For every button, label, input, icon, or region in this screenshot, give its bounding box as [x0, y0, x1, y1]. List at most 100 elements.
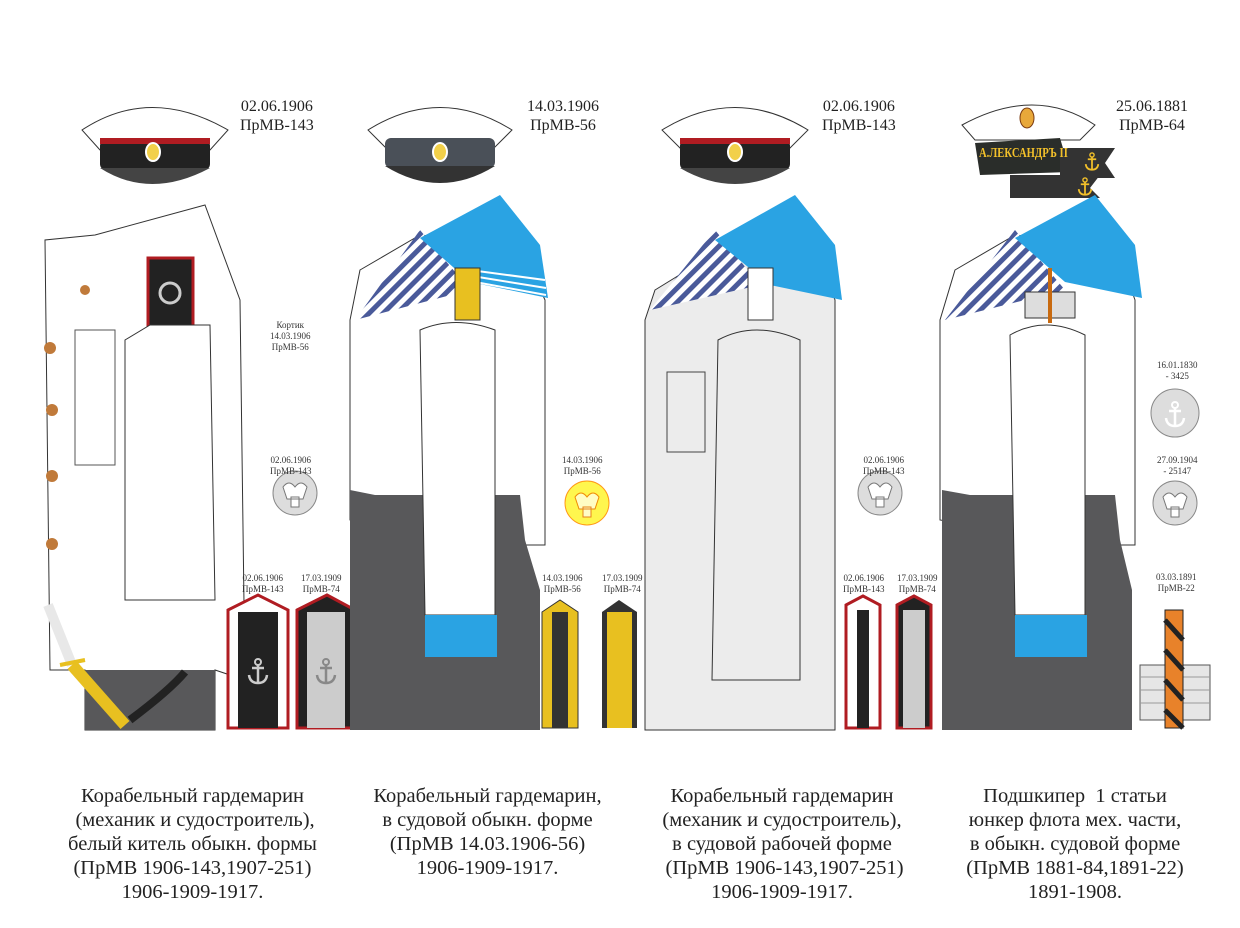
label-line: 02.06.1906 — [863, 455, 905, 465]
caption-line: 1891-1908. — [1028, 881, 1122, 903]
label-line: ПрМВ-143 — [863, 465, 905, 476]
label-line: 14.03.1906 — [562, 455, 603, 465]
label-line: Кортик — [276, 320, 305, 330]
shoulder-strap-2 — [602, 600, 637, 728]
caption-line: 1906-1909-1917. — [121, 881, 264, 903]
caption-line: 1906-1909-1917. — [416, 857, 559, 879]
caption-line: в обыкн. судовой форме — [969, 833, 1181, 855]
figure-3-work-uniform — [644, 107, 933, 731]
silver-eagle-badge — [272, 470, 318, 516]
order-date: 14.03.1906 — [527, 98, 599, 115]
label-line: 17.03.1909 — [301, 573, 342, 583]
figure-2-caption: Корабельный гардемарин,в судовой обыкн. … — [345, 736, 630, 904]
silver-eagle-badge — [1152, 480, 1198, 526]
shoulder-strap-2 — [295, 593, 357, 730]
cap-ribbon-text: А.ЛЕКСАНДРЪ II — [979, 146, 1068, 161]
caption-line: Корабельный гардемарин — [670, 785, 894, 807]
caption-line: в судовой рабочей форме — [672, 833, 892, 855]
label-line: ПрМВ-22 — [1157, 582, 1195, 593]
anchor-button-icon — [1150, 388, 1200, 438]
collar-tab — [146, 256, 195, 328]
caption-line: Корабельный гардемарин — [80, 785, 305, 807]
label-line: ПрМВ-74 — [898, 583, 936, 594]
figure-1-white-tunic — [43, 107, 357, 731]
order-number: ПрМВ-64 — [1119, 117, 1185, 135]
shoulder-strap-1 — [226, 593, 290, 730]
caption-line: юнкер флота мех. части, — [968, 809, 1182, 831]
order-date: 25.06.1881 — [1116, 98, 1188, 115]
caption-line: Корабельный гардемарин, — [373, 785, 602, 807]
label-line: ПрМВ-143 — [270, 465, 312, 476]
label-line: ПрМВ-74 — [302, 583, 340, 594]
tunic-sleeve — [124, 324, 216, 601]
label-line: - 3425 — [1165, 370, 1189, 381]
figure-3-caption: Корабельный гардемарин(механик и судостр… — [632, 736, 932, 928]
cap-grey-officer — [367, 107, 513, 183]
caption-line: (механик и судостроитель), — [70, 809, 315, 831]
cap-black-officer — [661, 107, 809, 184]
order-number: ПрМВ-56 — [530, 117, 596, 135]
order-number: ПрМВ-143 — [240, 117, 314, 135]
label-line: 02.06.1906 — [843, 573, 885, 583]
sailor-collar — [1015, 195, 1142, 298]
silver-eagle-badge — [857, 470, 903, 516]
tunic-pocket — [74, 329, 116, 466]
caption-line: (ПрМВ 14.03.1906-56) — [389, 833, 586, 855]
label-line: ПрМВ-56 — [563, 465, 601, 476]
order-date: 02.06.1906 — [822, 98, 895, 115]
label-line: 14.03.1906 — [542, 573, 583, 583]
shoulder-strap-2 — [895, 594, 933, 730]
shoulder-strap-ribbon — [1139, 609, 1211, 730]
caption-line: (механик и судостроитель), — [662, 809, 902, 831]
caption-line: (ПрМВ 1906-143,1907-251) — [660, 857, 904, 879]
badge-label: 27.09.1904- 25147 — [1157, 455, 1198, 477]
sailor-collar — [420, 195, 548, 298]
caption-line: (ПрМВ 1906-143,1907-251) — [73, 857, 312, 879]
label-line: 17.03.1909 — [897, 573, 938, 583]
caption-line: в судовой обыкн. форме — [382, 809, 593, 831]
cap-black-officer — [81, 107, 229, 184]
label-line: ПрМВ-143 — [242, 583, 284, 594]
tunic-buttons — [44, 285, 90, 550]
cap-ribbon — [961, 104, 1115, 198]
label-line: 16.01.1830 — [1157, 360, 1198, 370]
label-line: ПрМВ-74 — [603, 583, 641, 594]
figure-1-caption: Корабельный гардемарин (механик и судост… — [40, 736, 345, 928]
order-number: ПрМВ-143 — [822, 117, 896, 135]
gold-eagle-badge — [564, 480, 610, 526]
label-line: ПрМВ-56 — [543, 583, 581, 594]
shoulder-strap-1 — [844, 594, 882, 730]
label-line: - 25147 — [1163, 465, 1192, 476]
button-label: 16.01.1830- 3425 — [1157, 360, 1198, 382]
label-line: 27.09.1904 — [1157, 455, 1198, 465]
label-line: 17.03.1909 — [602, 573, 643, 583]
figure-2-ship-uniform — [349, 107, 637, 730]
label-line: 02.06.1906 — [242, 573, 284, 583]
uniform-illustration — [43, 104, 1211, 731]
caption-line: (ПрМВ 1881-84,1891-22) — [966, 857, 1184, 879]
cuff — [1015, 615, 1087, 657]
caption-line: Подшкипер 1 статьи — [983, 785, 1167, 807]
label-line: 03.03.1891 — [1156, 572, 1197, 582]
cuff — [425, 615, 497, 657]
label-line: 14.03.1906 — [270, 330, 311, 341]
caption-line: белый китель обыкн. формы — [68, 833, 317, 855]
label-line: ПрМВ-143 — [843, 583, 885, 594]
label-line: ПрМВ-56 — [271, 341, 309, 352]
label-line: 02.06.1906 — [270, 455, 312, 465]
